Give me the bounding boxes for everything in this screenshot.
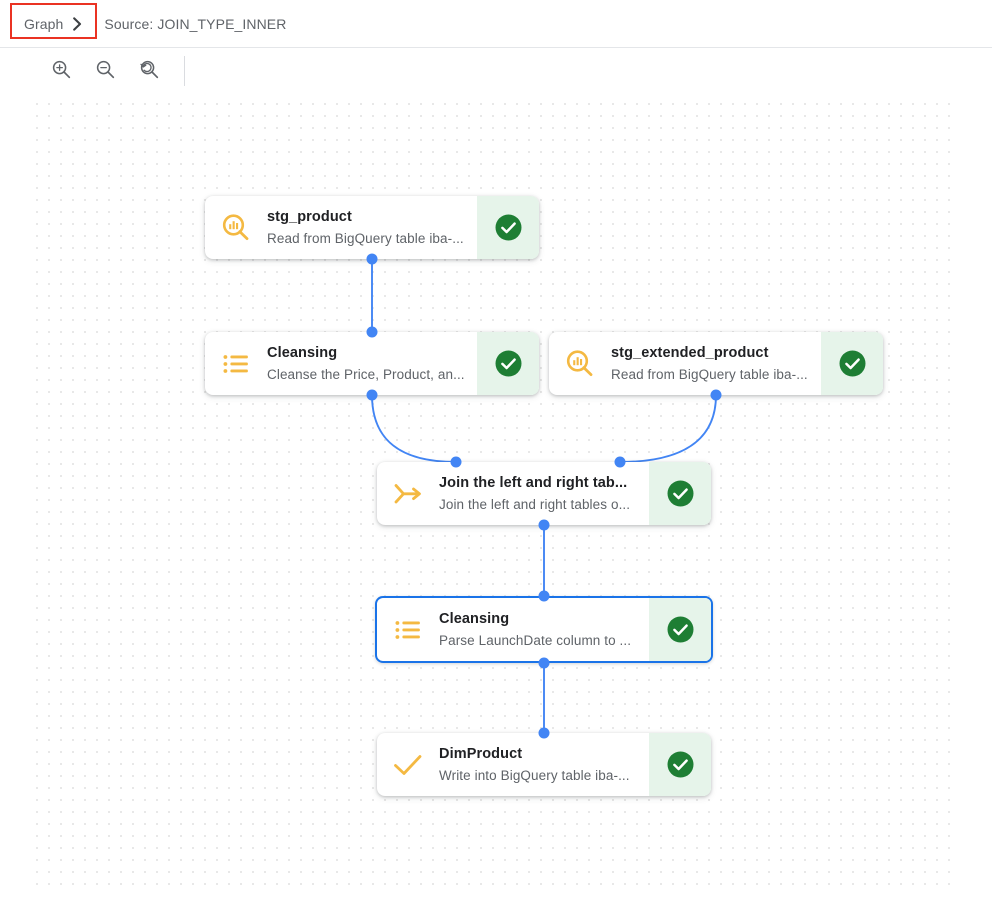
header-bar: Graph Source: JOIN_TYPE_INNER (0, 0, 992, 48)
graph-toolbar (0, 48, 992, 94)
graph-node-join[interactable]: Join the left and right tab... Join the … (377, 462, 711, 525)
graph-node-stg_product[interactable]: stg_product Read from BigQuery table iba… (205, 196, 539, 259)
node-input-port[interactable] (538, 590, 550, 602)
check-circle-icon (495, 214, 521, 241)
node-description: Read from BigQuery table iba-... (267, 230, 464, 246)
check-circle-icon (667, 480, 693, 507)
status-badge (649, 598, 711, 661)
check-circle-icon (495, 350, 521, 377)
node-output-port[interactable] (366, 253, 378, 265)
magnifier-reset-icon (139, 59, 160, 83)
breadcrumb-divider (95, 10, 97, 37)
node-output-port[interactable] (710, 389, 722, 401)
node-text-block: Join the left and right tab... Join the … (439, 462, 649, 525)
zoom-out-button[interactable] (88, 54, 122, 88)
check-circle-icon (667, 751, 693, 778)
node-title: stg_product (267, 208, 352, 225)
checkmark-icon (377, 733, 439, 796)
edge-stg_extended_product-join (619, 394, 717, 463)
node-output-port[interactable] (538, 657, 550, 669)
node-text-block: Cleansing Parse LaunchDate column to ... (439, 598, 649, 661)
graph-node-stg_extended_product[interactable]: stg_extended_product Read from BigQuery … (549, 332, 883, 395)
graph-node-cleansing-2[interactable]: Cleansing Parse LaunchDate column to ... (375, 596, 713, 663)
status-badge (477, 196, 539, 259)
node-description: Write into BigQuery table iba-... (439, 767, 630, 783)
magnifier-chart-icon (549, 332, 611, 395)
breadcrumb: Graph (10, 2, 97, 39)
zoom-reset-button[interactable] (132, 54, 166, 88)
node-input-port-right[interactable] (614, 456, 626, 468)
chevron-right-icon[interactable] (72, 16, 83, 31)
graph-node-DimProduct[interactable]: DimProduct Write into BigQuery table iba… (377, 733, 711, 796)
node-text-block: Cleansing Cleanse the Price, Product, an… (267, 332, 477, 395)
status-badge (821, 332, 883, 395)
check-circle-icon (839, 350, 865, 377)
node-description: Parse LaunchDate column to ... (439, 632, 632, 648)
zoom-in-button[interactable] (44, 54, 78, 88)
status-badge (477, 332, 539, 395)
list-icon (205, 332, 267, 395)
node-input-port[interactable] (366, 326, 378, 338)
node-title: Cleansing (267, 344, 338, 361)
magnifier-chart-icon (205, 196, 267, 259)
node-description: Read from BigQuery table iba-... (611, 366, 808, 382)
node-text-block: stg_product Read from BigQuery table iba… (267, 196, 477, 259)
edge-cleansing-1-join (371, 394, 457, 463)
graph-canvas[interactable]: stg_product Read from BigQuery table iba… (28, 95, 955, 891)
node-output-port[interactable] (366, 389, 378, 401)
node-text-block: stg_extended_product Read from BigQuery … (611, 332, 821, 395)
node-title: DimProduct (439, 745, 523, 762)
join-arrow-icon (377, 462, 439, 525)
magnifier-plus-icon (51, 59, 72, 83)
node-text-block: DimProduct Write into BigQuery table iba… (439, 733, 649, 796)
node-title: stg_extended_product (611, 344, 769, 361)
status-badge (649, 462, 711, 525)
list-icon (377, 598, 439, 661)
node-output-port[interactable] (538, 519, 550, 531)
graph-node-cleansing-1[interactable]: Cleansing Cleanse the Price, Product, an… (205, 332, 539, 395)
check-circle-icon (667, 616, 693, 643)
toolbar-divider (184, 56, 185, 86)
node-input-port-left[interactable] (450, 456, 462, 468)
magnifier-minus-icon (95, 59, 116, 83)
source-label: Source: JOIN_TYPE_INNER (104, 15, 287, 32)
node-title: Cleansing (439, 610, 510, 627)
node-input-port[interactable] (538, 727, 550, 739)
status-badge (649, 733, 711, 796)
node-description: Join the left and right tables o... (439, 496, 631, 512)
breadcrumb-item-graph[interactable]: Graph (24, 15, 64, 32)
node-description: Cleanse the Price, Product, an... (267, 366, 465, 382)
node-title: Join the left and right tab... (439, 474, 628, 491)
